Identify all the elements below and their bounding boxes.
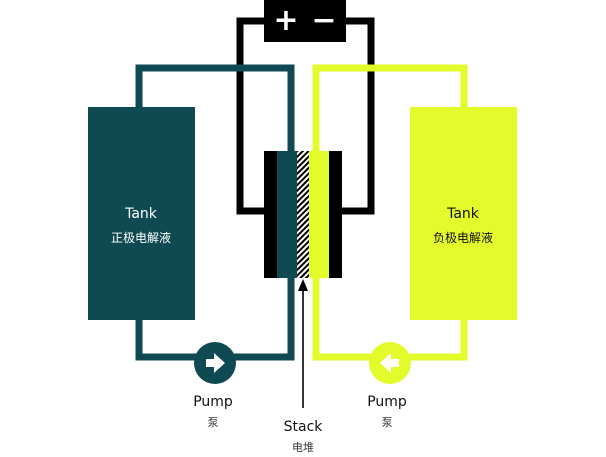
pump-negative-label: Pump	[367, 394, 407, 410]
stack-positive-electrode	[264, 151, 277, 278]
battery-plus-symbol: +	[273, 3, 298, 38]
stack-positive-half	[277, 151, 297, 278]
right-arrow-icon	[206, 353, 225, 373]
pump-positive	[194, 342, 236, 384]
battery	[264, 0, 346, 42]
wire-negative-terminal	[236, 17, 267, 215]
stack-negative-electrode	[329, 151, 342, 278]
wire-positive-terminal	[340, 17, 375, 215]
pump-negative-sublabel: 泵	[382, 416, 393, 429]
stack	[264, 151, 342, 278]
tank-positive-title: Tank	[124, 206, 158, 222]
stack-label: Stack	[284, 419, 324, 435]
stack-negative-half	[309, 151, 329, 278]
tank-negative	[410, 107, 517, 320]
pump-negative	[369, 342, 411, 384]
tank-negative-title: Tank	[446, 206, 480, 222]
left-arrow-icon	[380, 353, 399, 373]
stack-sublabel: 电堆	[292, 441, 314, 454]
tank-negative-subtitle: 负极电解液	[433, 230, 493, 245]
tank-positive-subtitle: 正极电解液	[111, 230, 171, 245]
pump-positive-label: Pump	[193, 394, 233, 410]
stack-pointer-arrowhead	[298, 279, 308, 291]
stack-membrane	[297, 151, 309, 278]
tank-positive	[88, 107, 195, 320]
pump-positive-sublabel: 泵	[208, 416, 219, 429]
battery-minus-symbol: −	[311, 3, 336, 38]
